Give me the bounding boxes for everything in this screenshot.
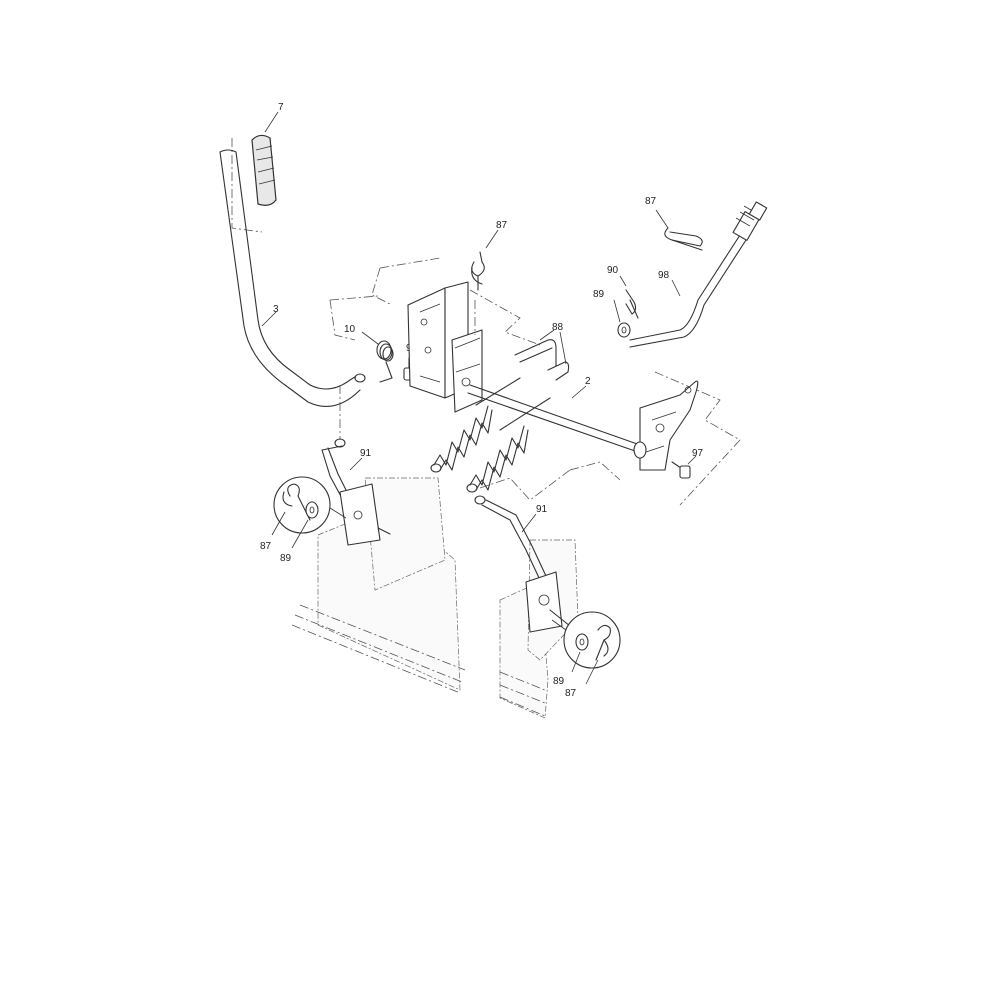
callout-10: 10 [344, 324, 356, 335]
lift-link-right: 91 [474, 495, 571, 633]
bolt-right: 97 [671, 448, 704, 479]
callout-87-top: 87 [496, 220, 508, 231]
detail-circle-left: 87 89 [260, 476, 347, 564]
callout-89-left: 89 [280, 553, 292, 564]
extension-springs: 88 [430, 322, 570, 493]
callout-88: 88 [552, 322, 564, 333]
adjusting-rod: 98 [629, 201, 768, 348]
handle-grip: 7 [231, 102, 284, 233]
lift-shaft: 2 [467, 376, 699, 471]
hairpin-clip-top: 87 [471, 220, 508, 291]
frame-outline-right [479, 371, 741, 506]
callout-91-right: 91 [536, 504, 548, 515]
torsion-spring: 10 [344, 324, 394, 383]
callout-89-lower: 89 [553, 676, 565, 687]
callout-98: 98 [658, 270, 670, 281]
clip-90: 90 [607, 265, 639, 319]
washer-right: 89 [593, 289, 631, 338]
callout-91-left: 91 [360, 448, 372, 459]
callout-97-right: 97 [692, 448, 704, 459]
mounting-bracket [407, 281, 483, 413]
reference-lines [339, 300, 476, 440]
deck-ghost-left [291, 477, 466, 694]
spring-coil-left [430, 405, 493, 473]
callout-7: 7 [278, 102, 284, 113]
frame-outline-upper [329, 257, 541, 346]
callout-2: 2 [585, 376, 591, 387]
callout-87-right: 87 [645, 196, 657, 207]
callout-87-lower: 87 [565, 688, 577, 699]
hairpin-clip-right: 87 [645, 196, 703, 251]
lift-link-left: 91 [321, 438, 391, 546]
callout-3: 3 [273, 304, 279, 315]
spring-coil-right [466, 425, 529, 493]
callout-90: 90 [607, 265, 619, 276]
callout-89-right: 89 [593, 289, 605, 300]
lift-handle: 3 [219, 149, 366, 407]
callout-87-left: 87 [260, 541, 272, 552]
detail-circle-right: 89 87 [551, 611, 621, 699]
